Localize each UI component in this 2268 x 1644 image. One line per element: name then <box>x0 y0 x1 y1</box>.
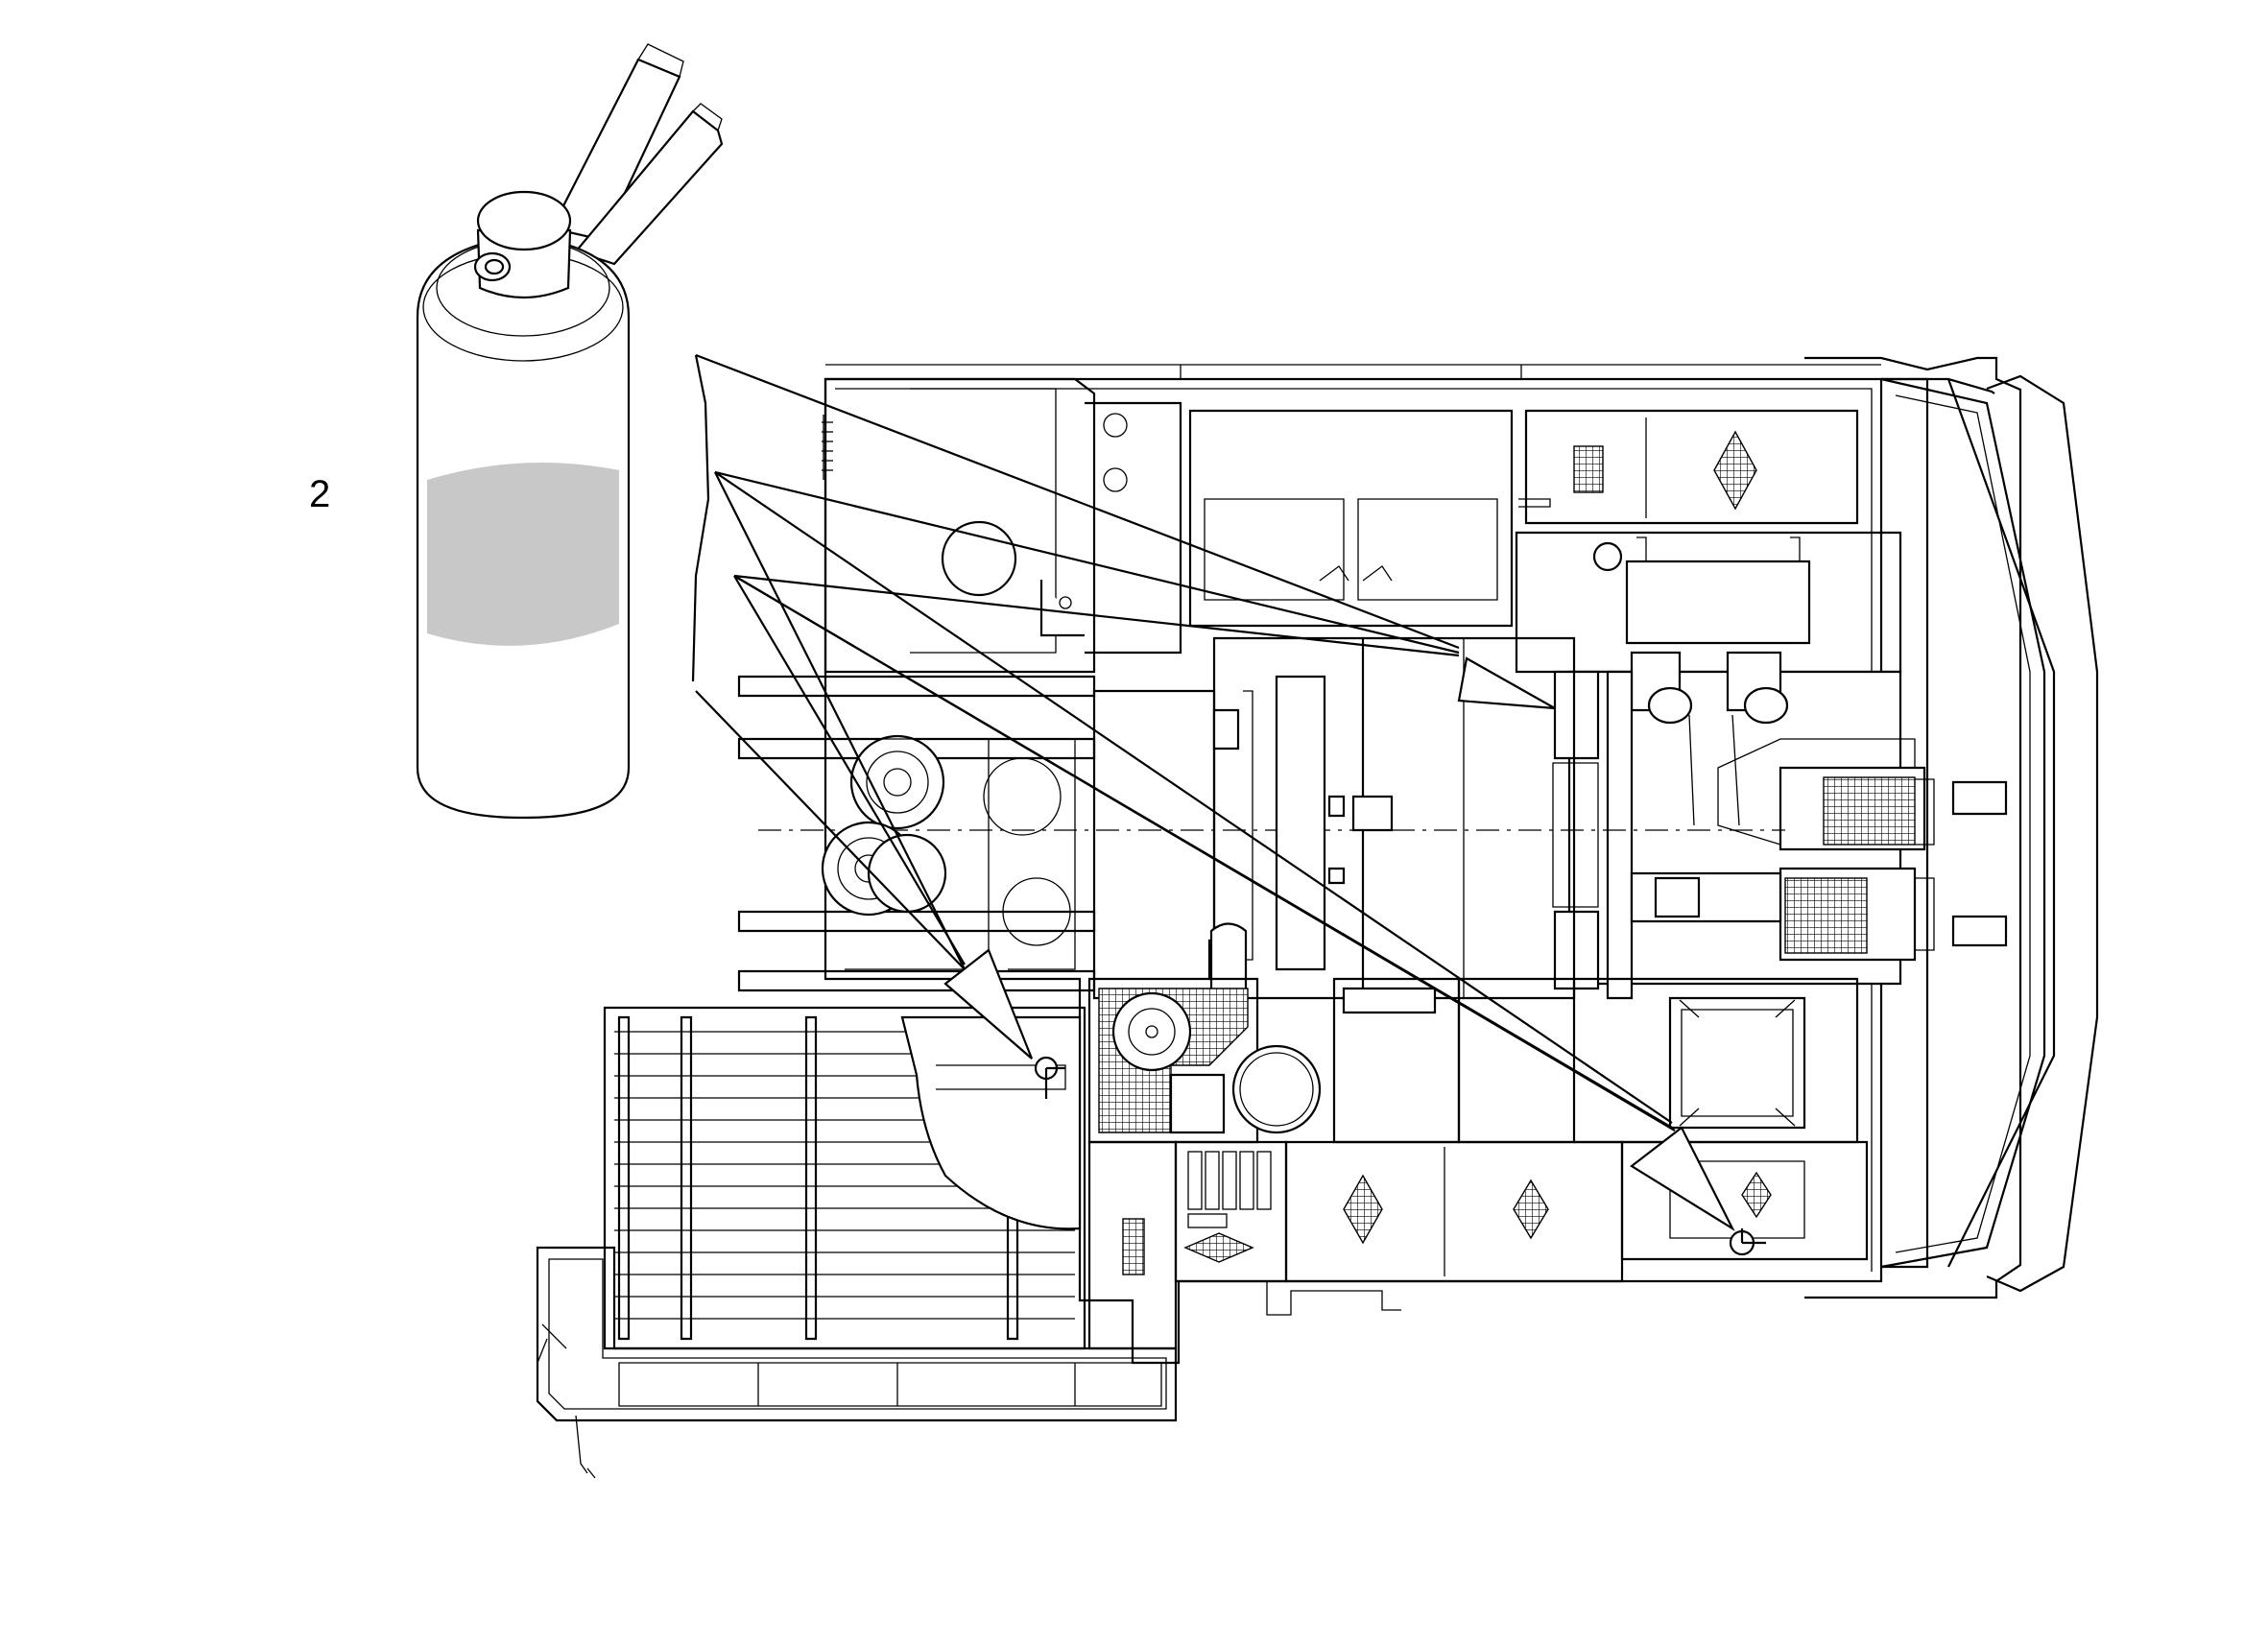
callout-number: 2 <box>309 473 330 515</box>
callout-leader-lines <box>691 353 1735 1231</box>
switch-bank <box>1187 1151 1272 1228</box>
machine-outline <box>536 356 2099 1479</box>
left-module-ticks <box>822 415 833 480</box>
gear-assembly-upper <box>849 734 945 830</box>
fire-extinguisher-icon <box>416 43 724 820</box>
